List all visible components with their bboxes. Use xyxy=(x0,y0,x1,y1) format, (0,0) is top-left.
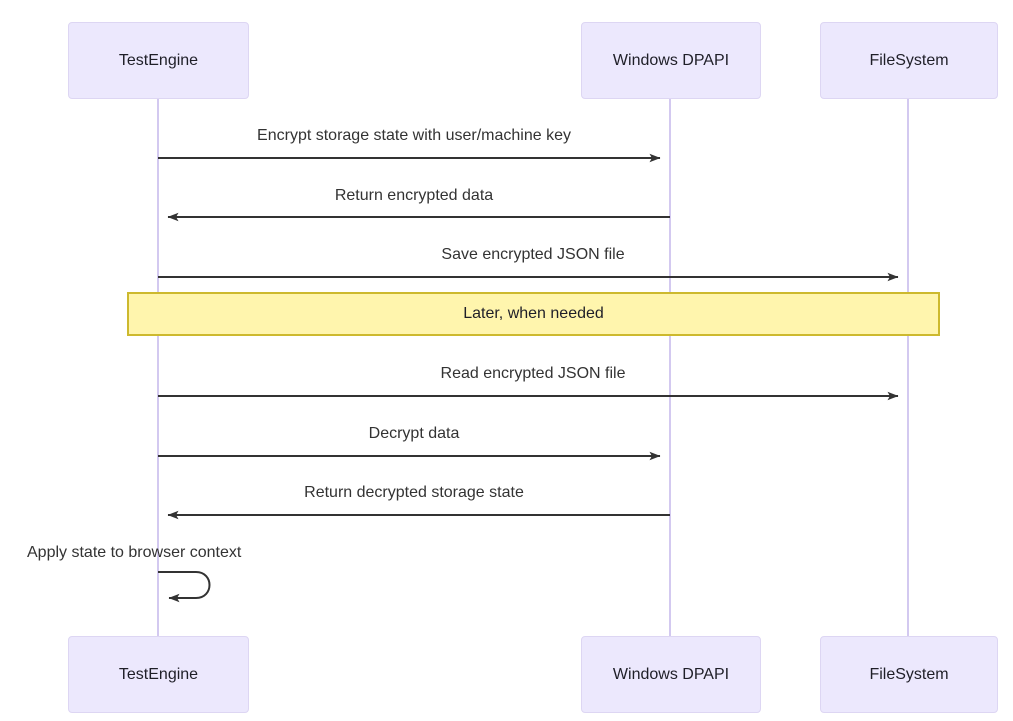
lifelines xyxy=(157,99,909,636)
participant-box-filesystem-top[interactable]: FileSystem xyxy=(820,22,998,99)
message-arrows xyxy=(158,153,899,603)
participant-box-testengine-bottom[interactable]: TestEngine xyxy=(68,636,249,713)
note-later-when-needed: Later, when needed xyxy=(127,292,940,336)
participant-box-filesystem-bottom[interactable]: FileSystem xyxy=(820,636,998,713)
message-label-2: Return encrypted data xyxy=(334,187,494,204)
participant-box-dpapi-bottom[interactable]: Windows DPAPI xyxy=(581,636,761,713)
participant-label-dpapi-bottom: Windows DPAPI xyxy=(612,665,730,683)
message-label-6: Return decrypted storage state xyxy=(304,484,524,501)
message-label-7: Apply state to browser context xyxy=(27,544,242,561)
participant-label-testengine-bottom: TestEngine xyxy=(118,665,199,683)
message-label-4: Read encrypted JSON file xyxy=(440,365,626,382)
participant-label-filesystem-top: FileSystem xyxy=(869,51,949,69)
participant-box-dpapi-top[interactable]: Windows DPAPI xyxy=(581,22,761,99)
message-label-5: Decrypt data xyxy=(368,425,460,442)
message-label-1: Encrypt storage state with user/machine … xyxy=(257,127,571,144)
message-label-3: Save encrypted JSON file xyxy=(441,246,625,263)
participant-label-filesystem-bottom: FileSystem xyxy=(869,665,949,683)
note-label-later-when-needed: Later, when needed xyxy=(463,305,604,322)
participant-box-testengine-top[interactable]: TestEngine xyxy=(68,22,249,99)
participant-label-dpapi-top: Windows DPAPI xyxy=(612,51,730,69)
participant-label-testengine-top: TestEngine xyxy=(118,51,199,69)
message-arrow-7-self-loop xyxy=(158,571,211,603)
